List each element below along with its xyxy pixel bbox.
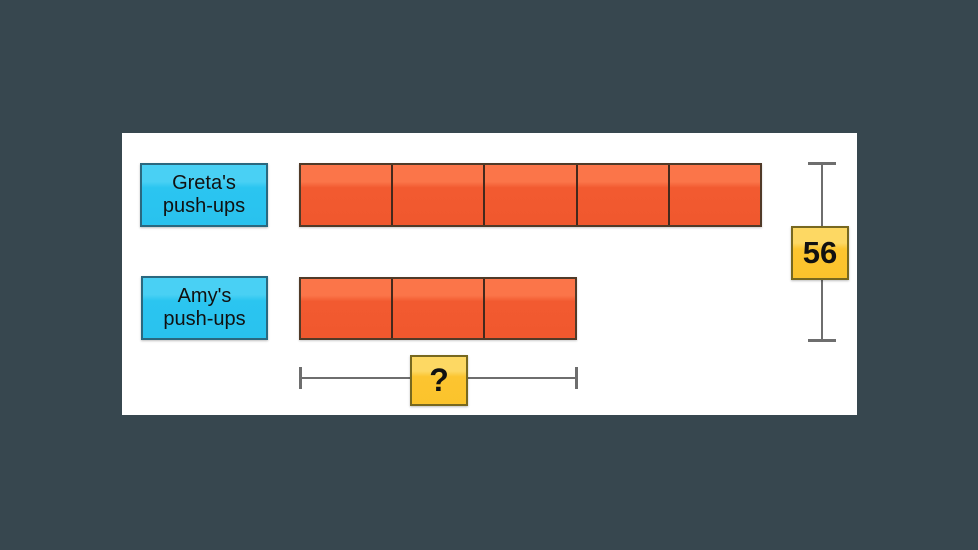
total-bracket-cap-bottom bbox=[808, 339, 836, 342]
bar-segment bbox=[575, 165, 668, 225]
bar-segment bbox=[391, 165, 483, 225]
greta-tape-bar bbox=[299, 163, 762, 227]
bar-segment bbox=[391, 279, 483, 338]
bar-segment bbox=[483, 279, 575, 338]
amy-tape-bar bbox=[299, 277, 577, 340]
diagram-panel: Greta's push-ups Amy's push-ups 56 ? bbox=[122, 133, 857, 415]
greta-label-box: Greta's push-ups bbox=[140, 163, 268, 227]
bar-segment bbox=[667, 165, 760, 225]
bar-segment bbox=[301, 165, 391, 225]
total-value-badge: 56 bbox=[791, 226, 849, 280]
bar-segment bbox=[301, 279, 391, 338]
unknown-bracket-cap-right bbox=[575, 367, 578, 389]
unknown-value-badge: ? bbox=[410, 355, 468, 406]
amy-label-box: Amy's push-ups bbox=[141, 276, 268, 340]
bar-segment bbox=[483, 165, 575, 225]
unknown-bracket-cap-left bbox=[299, 367, 302, 389]
total-bracket-cap-top bbox=[808, 162, 836, 165]
